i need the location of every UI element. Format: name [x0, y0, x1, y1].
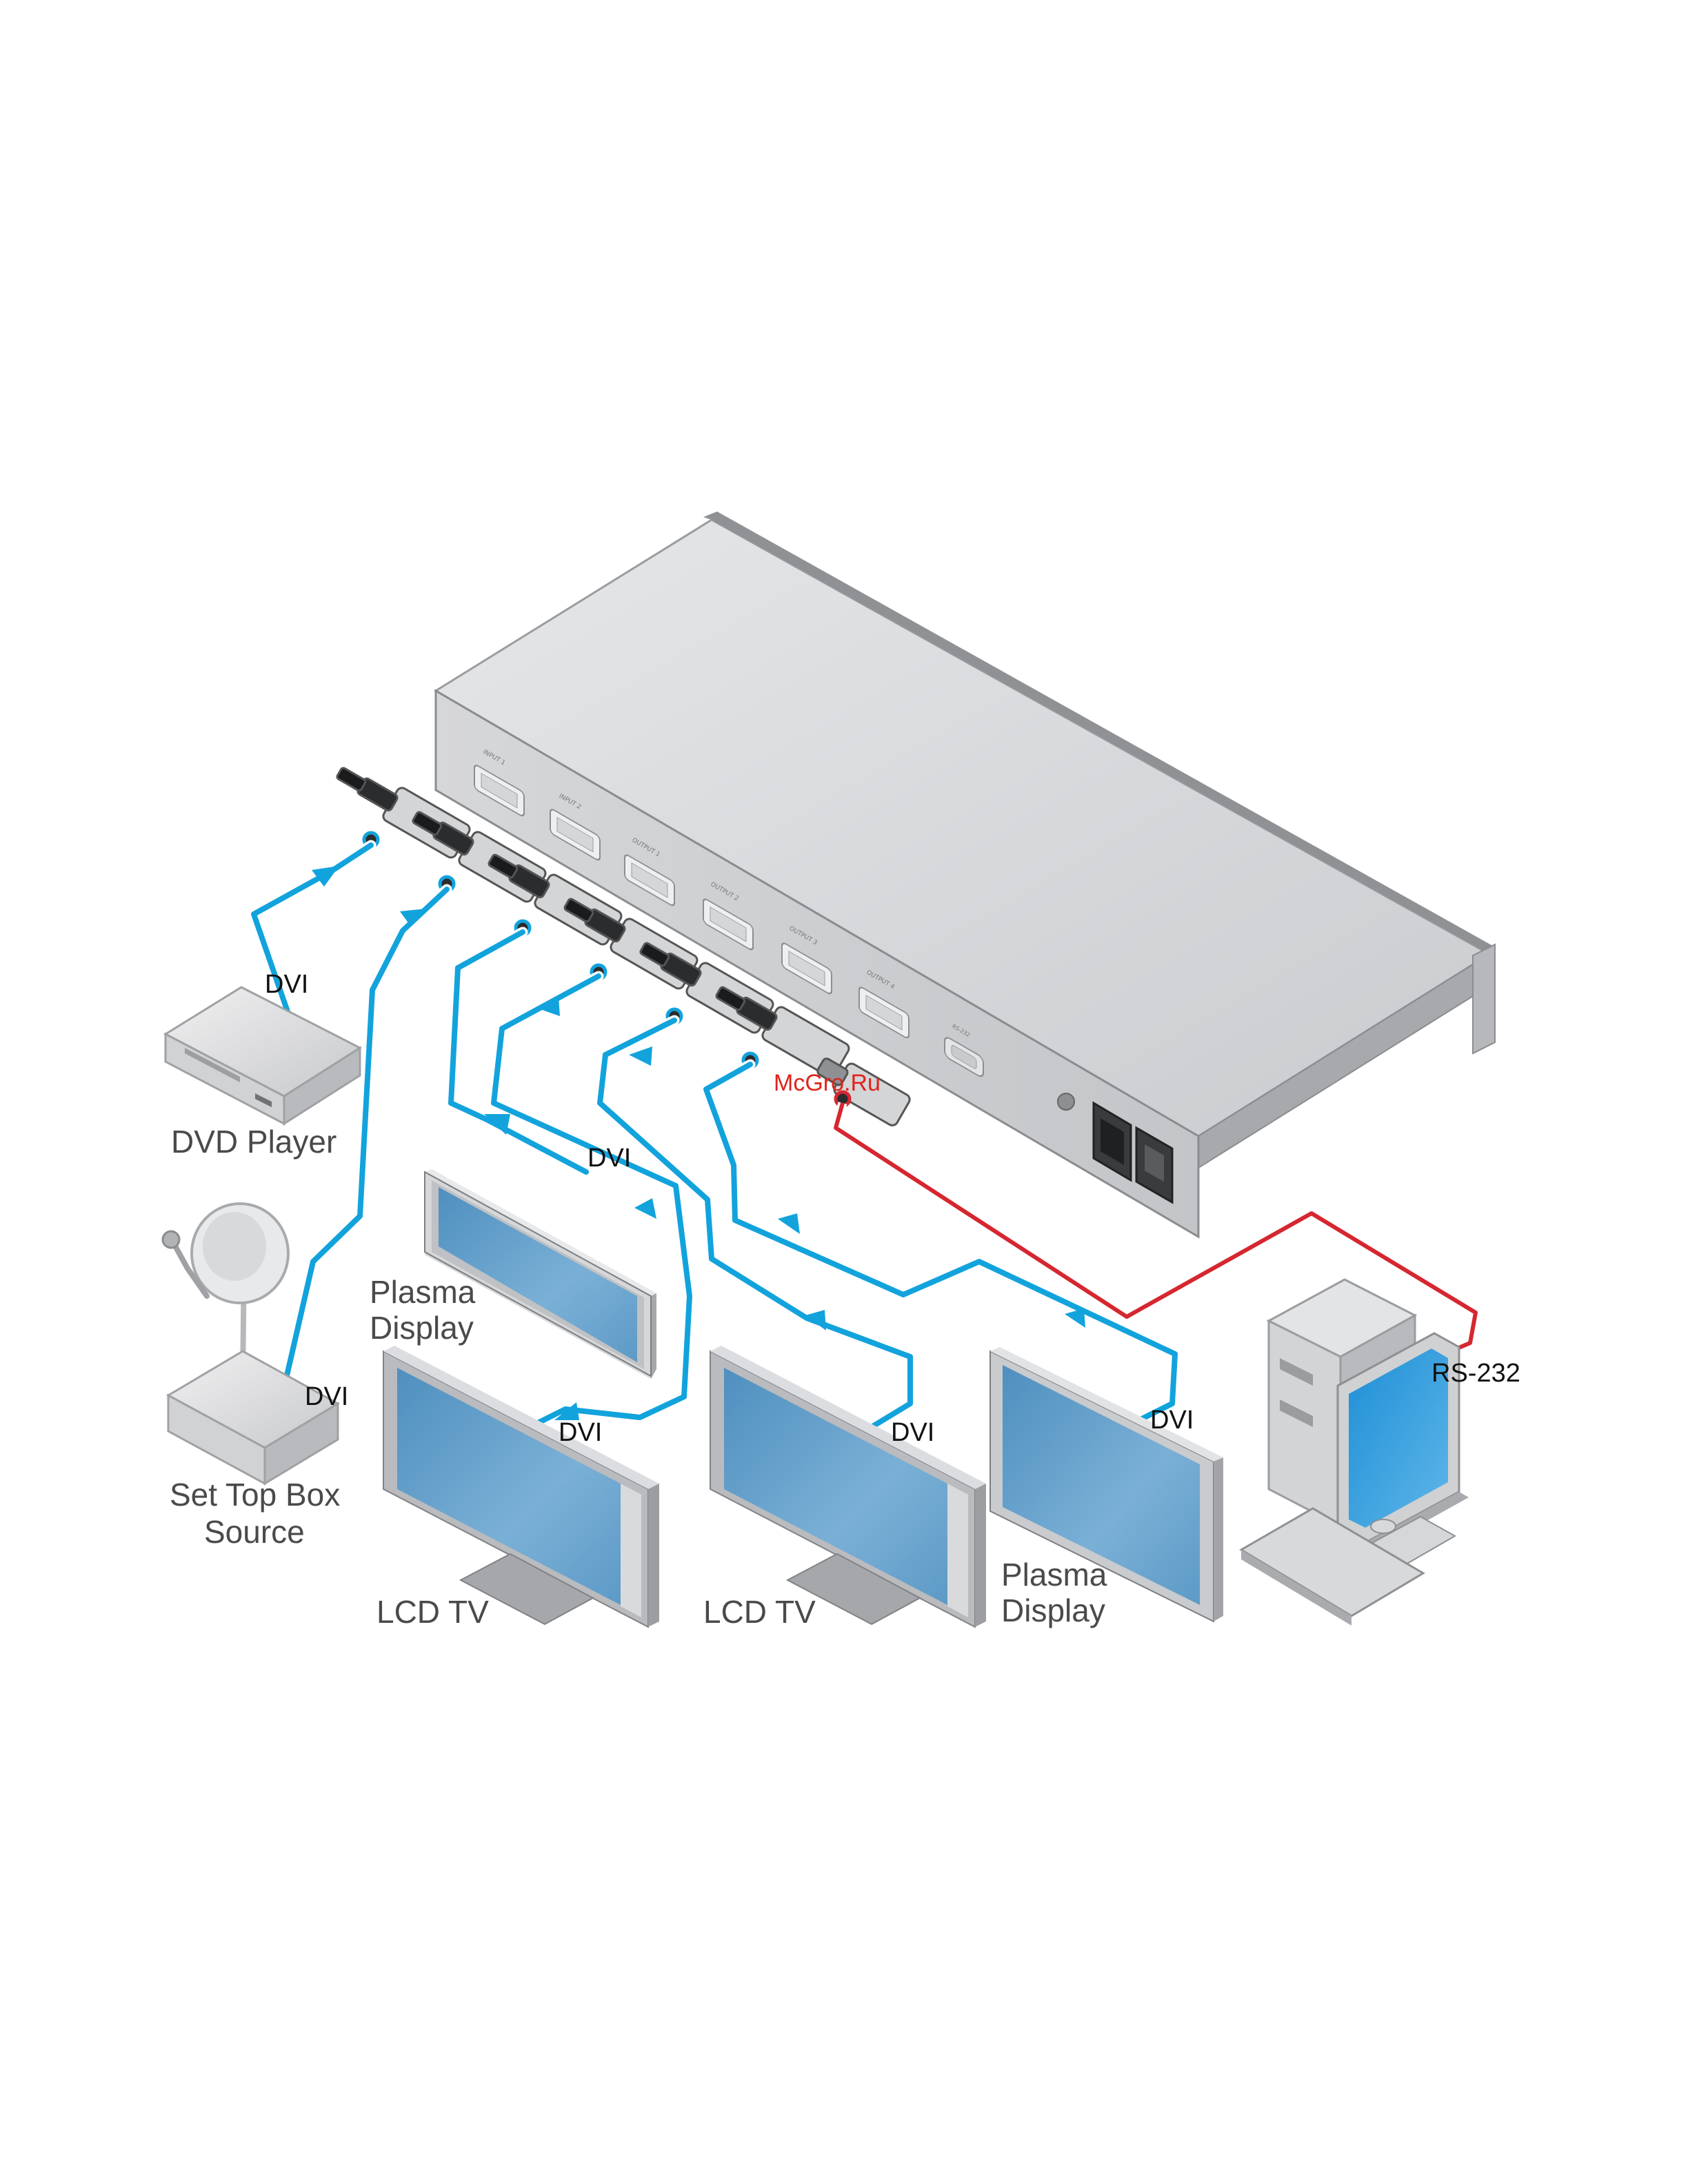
- satellite-dish: [163, 1204, 288, 1376]
- plasma-2-label-line1: Plasma: [1001, 1557, 1107, 1593]
- set-top-box-label-line2: Source: [204, 1514, 305, 1550]
- control-pc: [1241, 1280, 1469, 1626]
- dvd-player-label: DVD Player: [171, 1124, 336, 1160]
- arrow-out4-b: [1065, 1308, 1085, 1328]
- plasma-display-1: [425, 1168, 662, 1379]
- arrow-out3-a: [629, 1046, 652, 1066]
- lcd-tv-1: [383, 1346, 659, 1627]
- ir-jack: [1058, 1093, 1074, 1110]
- lcd-tv-1-label: LCD TV: [376, 1594, 489, 1630]
- lcd-tv-2: [710, 1346, 986, 1627]
- lcd-tv-2-cable-label: DVI: [891, 1418, 934, 1447]
- matrix-switcher: INPUT 1 INPUT 2 OUTPUT 1 OUTPUT 2 OUTPUT…: [436, 512, 1495, 1237]
- plasma-1-cable-label: DVI: [587, 1144, 631, 1173]
- dvd-player: [165, 987, 360, 1124]
- plasma-2-cable-label: DVI: [1150, 1406, 1194, 1435]
- cable-output2-to-lcd1: [494, 976, 690, 1423]
- arrow-out3-b: [634, 1198, 656, 1219]
- lcd-tv-1-cable-label: DVI: [559, 1418, 602, 1447]
- watermark: McGro.Ru: [774, 1070, 881, 1096]
- set-top-box-label-line1: Set Top Box: [170, 1477, 340, 1513]
- plasma-2-label-line2: Display: [1001, 1593, 1105, 1628]
- lcd-tv-2-label: LCD TV: [703, 1594, 816, 1630]
- plasma-1-label-line2: Display: [370, 1310, 474, 1346]
- arrow-out4: [778, 1213, 800, 1234]
- set-top-box: [168, 1351, 338, 1484]
- stb-cable-label: DVI: [305, 1382, 348, 1411]
- rs232-cable-label: RS-232: [1431, 1359, 1520, 1388]
- dvd-cable-label: DVI: [265, 970, 308, 999]
- plasma-1-label-line1: Plasma: [370, 1274, 476, 1310]
